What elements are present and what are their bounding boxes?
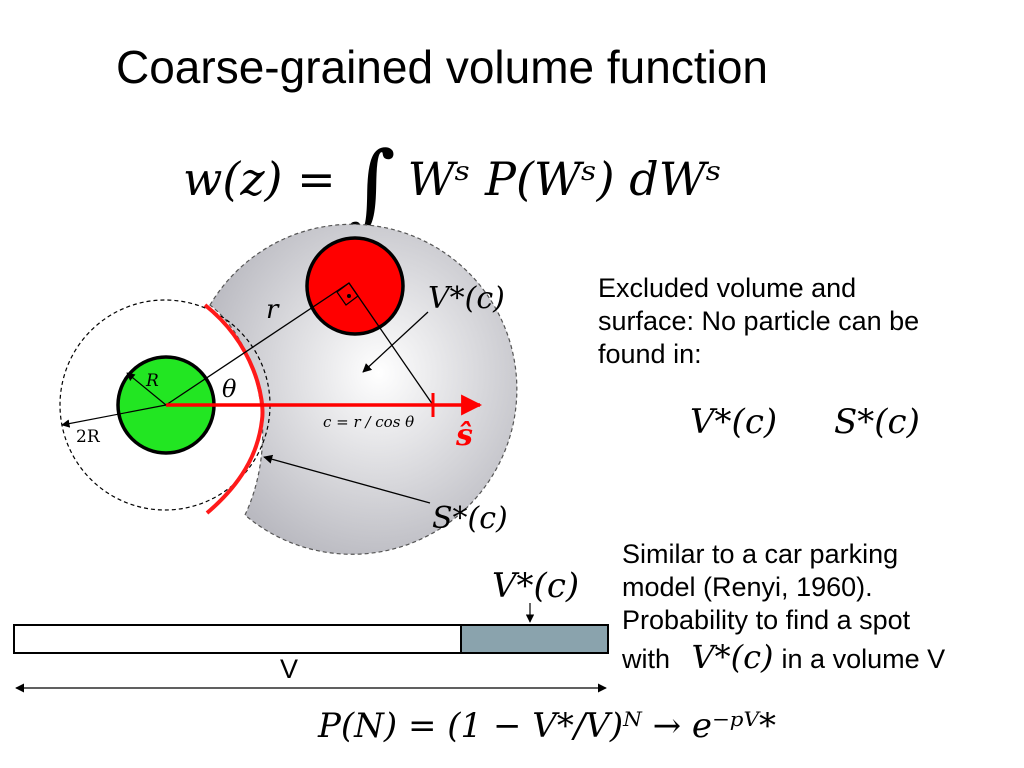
- integral-sign: ∫: [347, 132, 396, 239]
- bar-v-star-label: V*(c): [492, 566, 580, 606]
- excluded-note: Excluded volume and surface: No particle…: [598, 272, 919, 372]
- r-radius-arrow: [126, 372, 167, 406]
- main-equation: w(z) =∫Wˢ P(Wˢ) dWˢ: [183, 110, 722, 239]
- label-R: R: [145, 371, 159, 391]
- slide-title: Coarse-grained volume function: [116, 41, 769, 93]
- excluded-volume-region: [209, 223, 518, 555]
- parking-bar-occupied: [460, 624, 609, 654]
- label-2R: 2R: [76, 427, 101, 447]
- parking-note-line1: Similar to a car parking: [622, 539, 899, 569]
- parking-note-with: with: [622, 643, 671, 674]
- projection-line: [348, 282, 434, 406]
- excluded-s-star: S*(c): [834, 402, 920, 442]
- excluded-surface-curve: [203, 303, 265, 515]
- label-s-star: S*(c): [432, 501, 508, 536]
- excluded-note-line3: found in:: [598, 339, 702, 370]
- parking-note: Similar to a car parking model (Renyi, 1…: [622, 538, 945, 677]
- r-vector-line: [165, 282, 350, 406]
- parking-bar-free: [13, 624, 462, 654]
- label-r: r: [266, 295, 280, 325]
- two-r-arrow: [61, 404, 167, 428]
- label-c-formula: c = r / cos θ: [323, 413, 414, 431]
- s-star-pointer: [263, 454, 431, 504]
- main-equation-lhs: w(z) =: [183, 152, 336, 206]
- parking-note-line4: with V*(c)in a volume V: [622, 638, 945, 677]
- bottom-equation: P(N) = (1 − V*/V)ᴺ → e⁻ᵖⱽ*: [318, 706, 777, 746]
- label-v-star: V*(c): [428, 281, 505, 316]
- v-star-pointer: [362, 311, 429, 373]
- label-s-hat: ŝ: [455, 418, 473, 453]
- excluded-note-line2: surface: No particle can be: [598, 306, 920, 337]
- parking-note-line2: model (Renyi, 1960).: [622, 572, 873, 603]
- main-equation-rhs: Wˢ P(Wˢ) dWˢ: [407, 152, 722, 206]
- parking-note-line3: Probability to find a spot: [622, 605, 911, 636]
- excluded-v-star: V*(c): [690, 402, 778, 442]
- excluded-note-line1: Excluded volume and: [598, 273, 857, 303]
- parking-note-volume: in a volume V: [781, 643, 946, 674]
- red-sphere: [305, 236, 405, 336]
- label-theta: θ: [222, 375, 237, 403]
- center-dot: [347, 294, 351, 298]
- bar-v-label: V: [280, 654, 299, 684]
- parking-note-v-star: V*(c): [691, 637, 774, 676]
